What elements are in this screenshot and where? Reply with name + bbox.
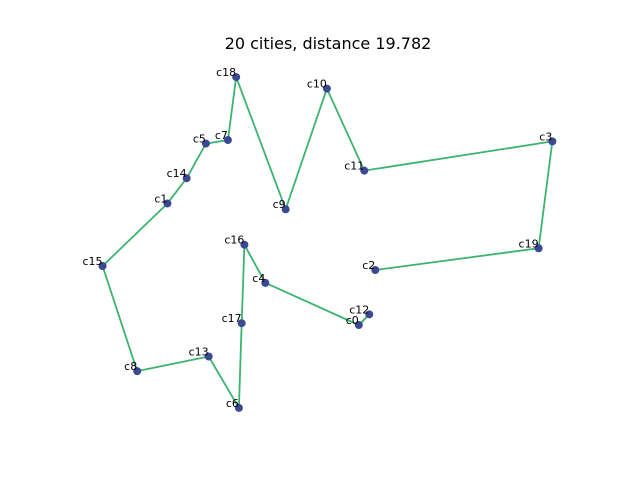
city-label: c6 [226,397,239,410]
city-point [163,199,172,208]
city-point [98,262,107,271]
city-label: c13 [189,345,209,358]
city-point [360,166,369,175]
city-label: c5 [193,133,206,146]
route-segment [364,140,553,172]
city-point [548,137,557,146]
route-segment [264,282,360,326]
city-label: c12 [349,303,369,316]
city-label: c10 [307,78,327,91]
route-segment [375,247,539,271]
city-point [371,265,380,274]
route-segment [326,88,366,172]
city-label: c9 [273,198,286,211]
route-segment [101,202,169,267]
city-label: c8 [124,360,137,373]
route-segment [240,244,246,324]
city-point [201,139,210,148]
city-label: c0 [346,314,359,327]
city-label: c17 [222,312,242,325]
city-point [240,240,249,249]
route-lines [101,76,554,409]
city-point [354,320,363,329]
city-label: c3 [539,130,552,143]
city-label: c14 [167,167,187,180]
route-segment [238,323,243,408]
city-label: c15 [82,255,102,268]
city-point [281,205,290,214]
route-segment [537,141,554,249]
city-label: c4 [252,272,265,285]
route-segment [166,177,188,205]
route-segment [284,88,328,210]
route-segment [101,265,139,372]
city-point [237,319,246,328]
city-point [261,278,270,287]
city-point [232,73,241,82]
city-point [322,84,331,93]
city-point [365,310,374,319]
city-point [204,352,213,361]
city-points [98,73,557,412]
city-point [133,367,142,376]
chart-title: 20 cities, distance 19.782 [225,34,432,53]
route-segment [185,143,207,179]
city-label: c2 [362,259,375,272]
city-point [182,174,191,183]
route-segment [137,355,209,372]
route-segment [207,356,240,409]
city-point [223,136,232,145]
city-label: c1 [154,192,167,205]
city-label: c7 [215,129,228,142]
city-point [534,244,543,253]
city-label: c18 [216,66,236,79]
route-segment [227,76,238,141]
route-segment [243,244,267,284]
city-label: c16 [224,234,244,247]
city-label: c19 [519,237,539,250]
city-point [234,403,243,412]
city-label: c11 [344,160,364,173]
city-labels: c0 c1 c2 c3 c4 c5 c6 c7 c8 c9 c10 c11 c12 c13 c14 c15 c1… [82,66,552,410]
route-segment [235,76,287,210]
